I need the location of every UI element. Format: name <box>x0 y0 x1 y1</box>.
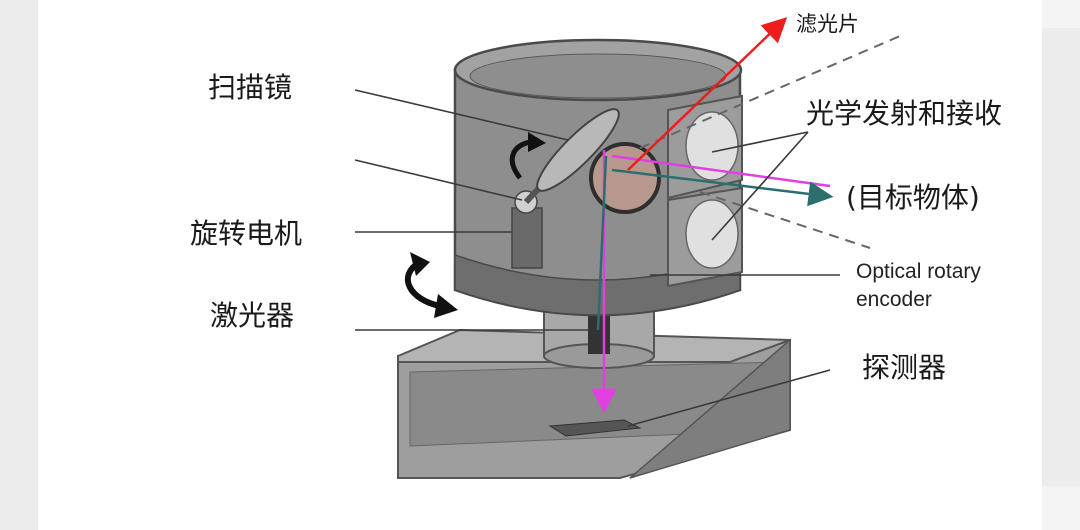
motor-body <box>511 190 543 269</box>
label-filter: 滤光片 <box>796 12 859 36</box>
label-scan-mirror: 扫描镜 <box>208 71 293 104</box>
label-encoder-line1: Optical rotary <box>856 260 981 283</box>
fov-line-lower <box>699 191 871 249</box>
housing-rotation-arrow-icon <box>405 259 441 309</box>
optical-window-top <box>667 94 743 200</box>
leader-scan-mirror <box>354 89 569 141</box>
optical-window-bottom <box>667 186 743 288</box>
right-margin-block-bottom <box>1042 486 1080 530</box>
housing-rotation-arrowhead-icon <box>434 294 458 318</box>
label-target-object: (目标物体) <box>846 181 980 214</box>
scan-mirror <box>523 108 620 205</box>
beam-teal-out <box>611 168 834 207</box>
label-optical-tx-rx: 光学发射和接收 <box>806 97 1003 130</box>
mirror-rotation-arrow-icon <box>509 139 531 180</box>
leader-mirror-pivot <box>354 159 523 201</box>
filter-highlight-circle <box>589 142 661 214</box>
mirror-rotation-arrowhead-icon <box>528 132 546 152</box>
leader-detector <box>627 369 831 427</box>
label-laser: 激光器 <box>210 299 295 332</box>
housing-rotation-arrowtail-icon <box>410 252 430 276</box>
right-margin-block-top <box>1042 0 1080 28</box>
label-rotary-motor: 旋转电机 <box>190 217 303 250</box>
leader-optical-tx-rx-bottom <box>711 131 809 241</box>
fov-line-upper <box>639 35 901 149</box>
beam-teal-up <box>596 155 608 331</box>
beam-magenta-out <box>611 154 831 188</box>
label-encoder-line2: encoder <box>856 288 932 311</box>
filter-annotation-arrow <box>627 17 788 171</box>
detector-chip <box>548 419 642 437</box>
leader-optical-tx-rx-top <box>711 131 809 153</box>
label-detector: 探测器 <box>862 351 947 384</box>
